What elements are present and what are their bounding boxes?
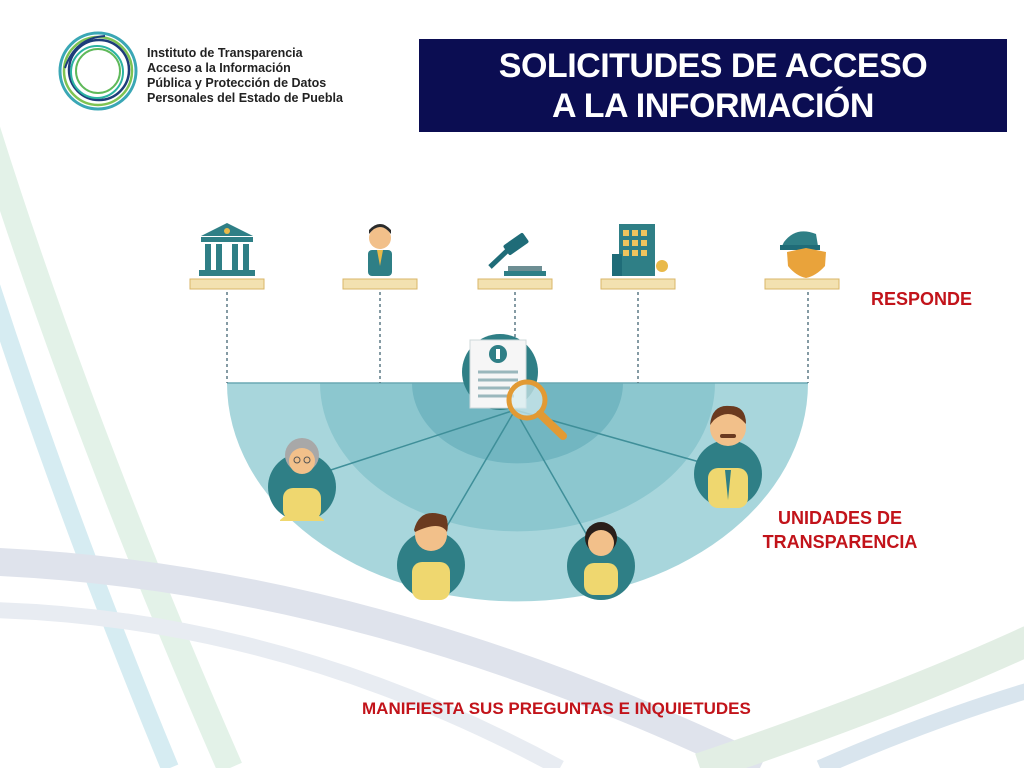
institute-name-line: Pública y Protección de Datos	[147, 76, 327, 90]
manifiesta-label: MANIFIESTA SUS PREGUNTAS E INQUIETUDES	[362, 699, 751, 718]
organism-connectors	[226, 292, 809, 383]
police-shield-icon	[764, 231, 840, 290]
unidades-line-1: UNIDADES DE	[777, 508, 902, 528]
unidades-transparencia-label: UNIDADES DE TRANSPARENCIA	[740, 506, 940, 554]
institute-name-line: Acceso a la Información	[147, 61, 291, 75]
institute-name-line: Personales del Estado de Puebla	[147, 91, 343, 105]
title-line-2: A LA INFORMACIÓN	[552, 86, 874, 125]
public-official-icon	[342, 224, 418, 290]
young-man-avatar	[397, 513, 465, 600]
institute-name: Instituto de Transparencia Acceso a la I…	[147, 46, 343, 106]
responde-label: RESPONDE	[871, 289, 973, 309]
young-woman-avatar	[567, 522, 635, 600]
document-search-icon	[462, 334, 567, 440]
mustached-man-avatar	[694, 405, 762, 508]
unidades-line-2: TRANSPARENCIA	[762, 532, 918, 552]
judge-gavel-icon	[477, 232, 553, 290]
institute-logo-icon	[58, 31, 138, 111]
title-line-1: SOLICITUDES DE ACCESO	[498, 46, 928, 85]
office-building-icon	[600, 224, 676, 290]
fan-core	[412, 383, 623, 464]
government-building-icon	[189, 223, 265, 290]
institute-name-line: Instituto de Transparencia	[147, 46, 303, 60]
elderly-woman-avatar	[268, 438, 336, 521]
page-title: SOLICITUDES DE ACCESO A LA INFORMACIÓN	[419, 39, 1007, 132]
